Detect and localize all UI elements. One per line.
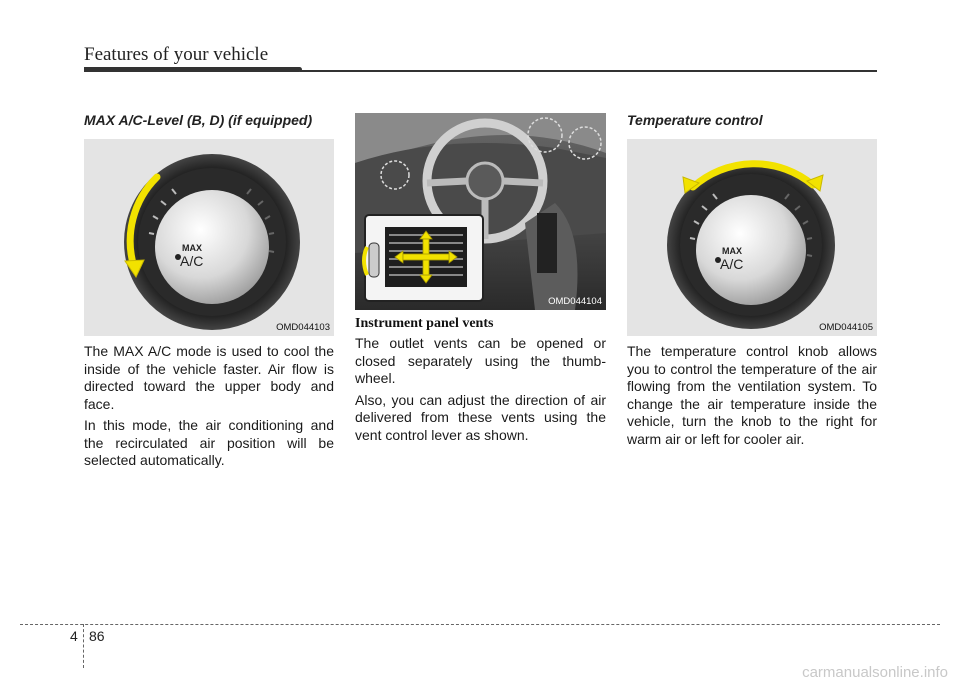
dashboard-illustration [355, 113, 606, 310]
figure-max-ac-knob: MAX A/C OMD044103 [84, 139, 334, 336]
paragraph: Also, you can adjust the direction of ai… [355, 391, 606, 443]
footer-rule [20, 624, 940, 625]
rotate-arrow-head-left [682, 176, 701, 194]
vent-highlight [527, 117, 563, 153]
figure-instrument-panel-vents: OMD044104 [355, 113, 606, 310]
knob-label-ac: A/C [720, 256, 743, 272]
knob-face [696, 195, 806, 305]
knob-indicator-dot [175, 254, 181, 260]
subheading-instrument-panel-vents: Instrument panel vents [355, 316, 494, 331]
knob-illustration: MAX A/C [124, 154, 300, 330]
figure-temperature-knob: MAX A/C OMD044105 [627, 139, 877, 336]
body-text-max-ac: The MAX A/C mode is used to cool the ins… [84, 343, 334, 474]
figure-code: OMD044105 [819, 322, 873, 333]
knob-label-ac: A/C [180, 253, 203, 269]
rotate-arrow-head-right [805, 174, 824, 192]
figure-code: OMD044104 [548, 296, 602, 307]
knob-indicator-dot [715, 257, 721, 263]
header-title: Features of your vehicle [84, 44, 269, 65]
knob-label-max: MAX [182, 243, 202, 253]
rotate-arrow-head [124, 259, 145, 279]
paragraph: The MAX A/C mode is used to cool the ins… [84, 343, 334, 412]
footer-divider [83, 624, 84, 668]
paragraph: In this mode, the air conditioning and t… [84, 417, 334, 468]
section-heading-max-ac: MAX A/C-Level (B, D) (if equipped) [84, 112, 313, 128]
knob-label-max: MAX [722, 246, 742, 256]
paragraph: The temperature control knob allows you … [627, 343, 877, 447]
chapter-number: 4 [70, 628, 78, 644]
figure-code: OMD044103 [276, 322, 330, 333]
rotate-arrow-shaft [689, 160, 817, 191]
vent-highlight [568, 126, 602, 160]
watermark: carmanualsonline.info [802, 664, 948, 681]
knob-face [155, 190, 269, 304]
body-text-temperature: The temperature control knob allows you … [627, 343, 877, 452]
section-heading-temperature: Temperature control [627, 112, 763, 128]
header-rule [300, 70, 877, 72]
rotate-arrow-shaft [126, 173, 161, 271]
vent-highlight [380, 160, 410, 190]
body-text-vents: The outlet vents can be opened or closed… [355, 335, 606, 448]
header-bar [84, 67, 302, 72]
knob-illustration: MAX A/C [667, 160, 835, 329]
page-number: 86 [89, 628, 105, 644]
paragraph: The outlet vents can be opened or closed… [355, 335, 606, 386]
